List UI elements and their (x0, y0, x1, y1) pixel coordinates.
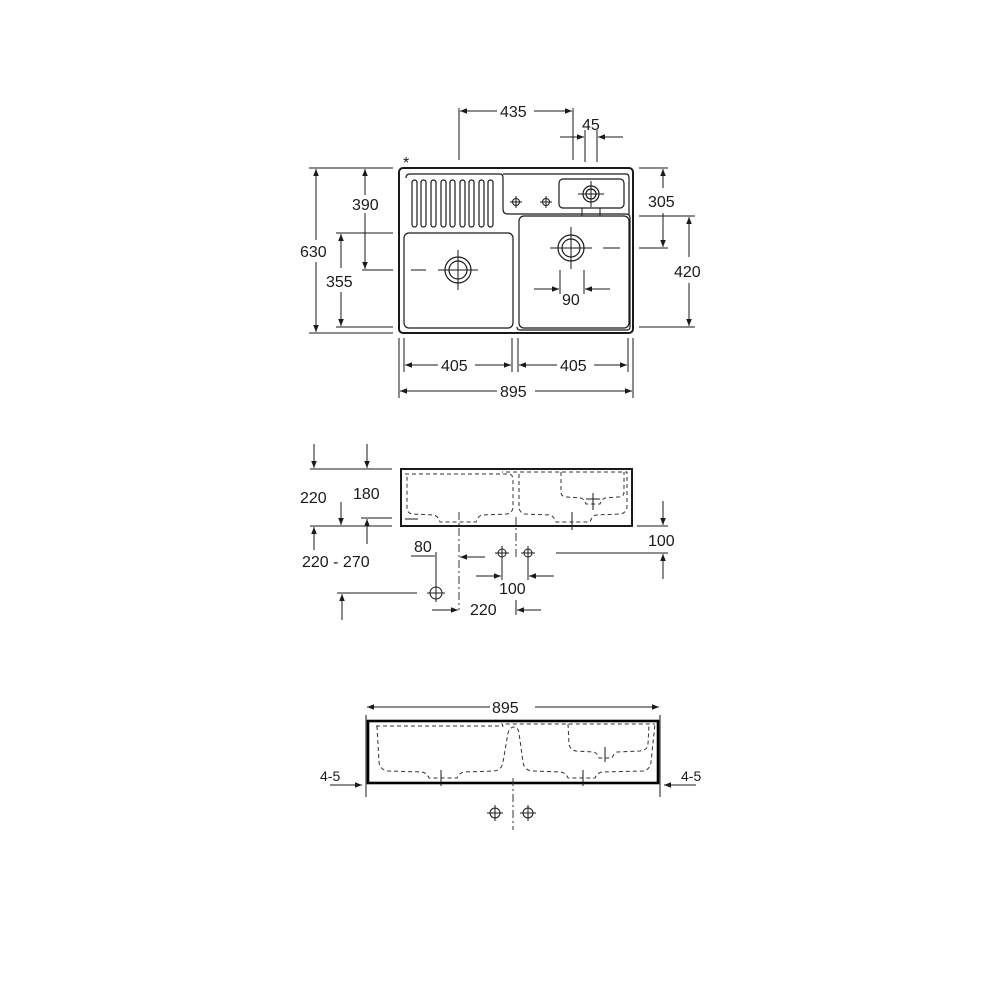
dim-4-5-left: 4-5 (320, 768, 340, 784)
prep-bowl (558, 178, 625, 209)
dim-90: 90 (562, 292, 580, 309)
top-view: * 435 45 630 390 355 305 (300, 104, 701, 401)
dim-405-left: 405 (441, 358, 468, 375)
dim-80: 80 (414, 539, 432, 556)
tap-hole-icon (510, 196, 522, 208)
side-outline (400, 468, 633, 527)
outlet-icon (427, 584, 445, 602)
dim-4-5-right: 4-5 (681, 768, 701, 784)
right-bowl (518, 215, 630, 329)
dim-390: 390 (352, 197, 379, 214)
front-outline (366, 719, 660, 785)
dim-630: 630 (300, 244, 327, 261)
front-view: 895 4-5 4-5 (320, 700, 701, 830)
dim-100-front: 100 (648, 533, 675, 550)
dim-220-height: 220 (300, 490, 327, 507)
dim-420: 420 (674, 264, 701, 281)
dim-305: 305 (648, 194, 675, 211)
dim-220-outlet: 220 (470, 602, 497, 619)
outlet-icon (495, 546, 509, 560)
left-bowl (403, 232, 514, 329)
tap-hole-icon (540, 196, 552, 208)
dim-45: 45 (582, 117, 600, 134)
outlet-icon (487, 805, 503, 821)
dim-405-right: 405 (560, 358, 587, 375)
side-view: 220 180 220 - 270 80 100 220 (300, 444, 675, 620)
dim-895-front: 895 (492, 700, 519, 717)
dim-355: 355 (326, 274, 353, 291)
outlet-icon (521, 546, 535, 560)
outlet-icon (520, 805, 536, 821)
asterisk-note: * (403, 155, 409, 172)
dim-895-top: 895 (500, 384, 527, 401)
dim-180: 180 (353, 486, 380, 503)
drainboard-ribs (411, 179, 494, 228)
dim-435: 435 (500, 104, 527, 121)
dim-100-outlets: 100 (499, 581, 526, 598)
sink-outline (398, 167, 634, 334)
dim-220-270: 220 - 270 (302, 554, 370, 571)
